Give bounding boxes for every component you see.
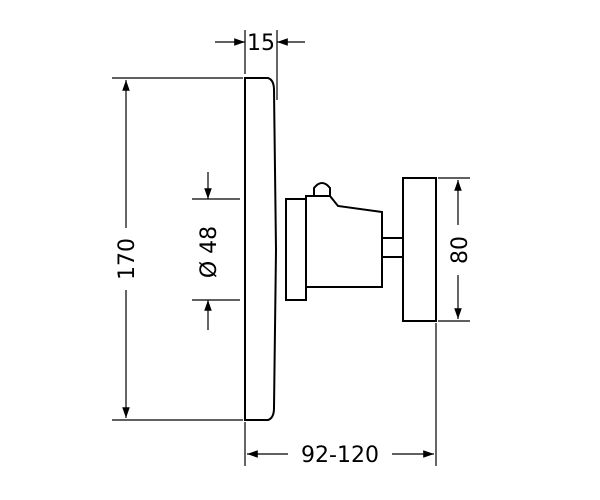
valve-body [305,182,383,288]
dim-label-80: 80 [448,236,473,264]
cover-plate [244,77,278,421]
dim-label-diameter-48: Ø 48 [197,226,222,278]
escutcheon-ring [285,198,307,301]
spindle [381,237,404,258]
dim-label-15: 15 [247,31,275,56]
dim-label-92-120: 92-120 [301,443,379,468]
cross-handle [402,177,437,322]
dim-label-170: 170 [115,238,140,280]
